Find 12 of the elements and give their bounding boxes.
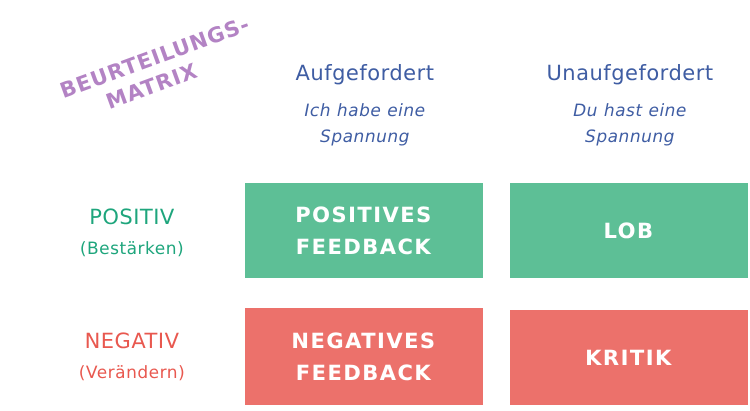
row-header: NEGATIV <box>84 328 180 355</box>
row-subtitle: (Verändern) <box>78 362 186 385</box>
matrix-cell-box: LOB <box>510 183 748 278</box>
column-header: Unaufgefordert <box>545 60 715 87</box>
matrix-cell-box: NEGATIVES FEEDBACK <box>245 308 483 405</box>
matrix-cell-box: POSITIVES FEEDBACK <box>245 183 483 278</box>
matrix-cell-box: KRITIK <box>510 310 748 405</box>
column-subtitle: Ich habe eine Spannung <box>303 100 427 149</box>
column-subtitle: Du hast eine Spannung <box>572 100 688 149</box>
row-subtitle: (Bestärken) <box>78 238 186 261</box>
column-header: Aufgefordert <box>294 60 436 87</box>
row-header: POSITIV <box>88 204 176 231</box>
